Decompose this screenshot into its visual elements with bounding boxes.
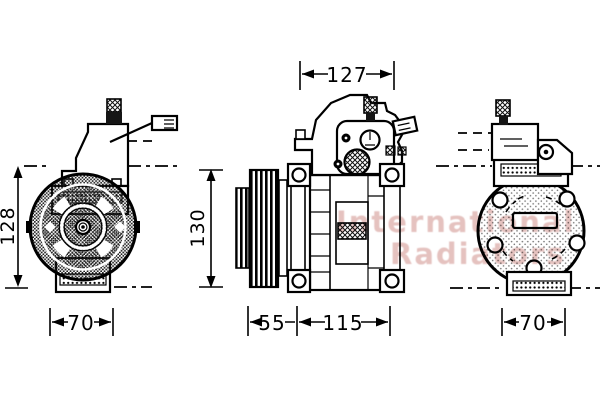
side-connector-plug-icon	[391, 115, 419, 137]
dim-side-overall-width: 127	[299, 61, 395, 90]
pulley-highlight-arcs	[52, 196, 114, 258]
arrow-right-icon	[376, 317, 388, 327]
rear-centerlines	[436, 132, 600, 289]
coil-terminal-icon	[106, 98, 122, 113]
dim-front-width: 70	[49, 308, 114, 336]
rear-detail-arcs	[502, 195, 566, 262]
arrow-right-icon	[99, 317, 111, 327]
dim-label-70-front: 70	[67, 311, 94, 335]
arrow-up-icon	[13, 166, 23, 178]
dim-front-height: 128	[0, 166, 28, 289]
side-cylinder-head	[293, 93, 419, 177]
dim-side-height: 130	[187, 169, 223, 288]
arrow-up-icon	[206, 169, 216, 181]
suction-port	[343, 148, 371, 176]
head-terminal-icon	[363, 96, 378, 114]
dim-label-70-rear: 70	[519, 311, 546, 335]
connector-plug-icon	[150, 114, 179, 132]
dim-side-bottom: 55 115	[247, 306, 391, 336]
rear-view: 70	[436, 99, 600, 336]
dim-label-130: 130	[187, 208, 209, 247]
arrow-left-icon	[504, 317, 516, 327]
arrow-left-icon	[250, 317, 262, 327]
clutch-pulley-face	[26, 172, 140, 286]
arrow-left-icon	[302, 69, 314, 79]
side-pulley	[235, 168, 280, 289]
shaft-splines-icon	[337, 222, 367, 240]
arrow-down-icon	[206, 276, 216, 288]
dim-label-55: 55	[258, 311, 285, 335]
front-centerlines	[24, 140, 182, 288]
wire-lead	[109, 121, 153, 144]
arrow-left-icon	[299, 317, 311, 327]
rear-bottom-clamp	[505, 270, 573, 297]
front-view: 128 70	[0, 98, 182, 336]
rear-terminal-icon	[495, 99, 511, 117]
arrow-left-icon	[52, 317, 64, 327]
side-mounting-ears	[286, 162, 406, 294]
rear-slot	[511, 211, 559, 230]
dim-rear-width: 70	[501, 308, 566, 336]
front-mounting-bracket	[60, 98, 179, 188]
arrow-down-icon	[13, 275, 23, 287]
rear-mounting-bracket	[490, 99, 574, 176]
dim-label-128: 128	[0, 206, 19, 245]
dim-label-115: 115	[322, 311, 363, 335]
arrow-right-icon	[380, 69, 392, 79]
side-view: 127 130 55 115	[187, 61, 419, 336]
dim-label-127: 127	[326, 63, 367, 87]
arrow-right-icon	[551, 317, 563, 327]
